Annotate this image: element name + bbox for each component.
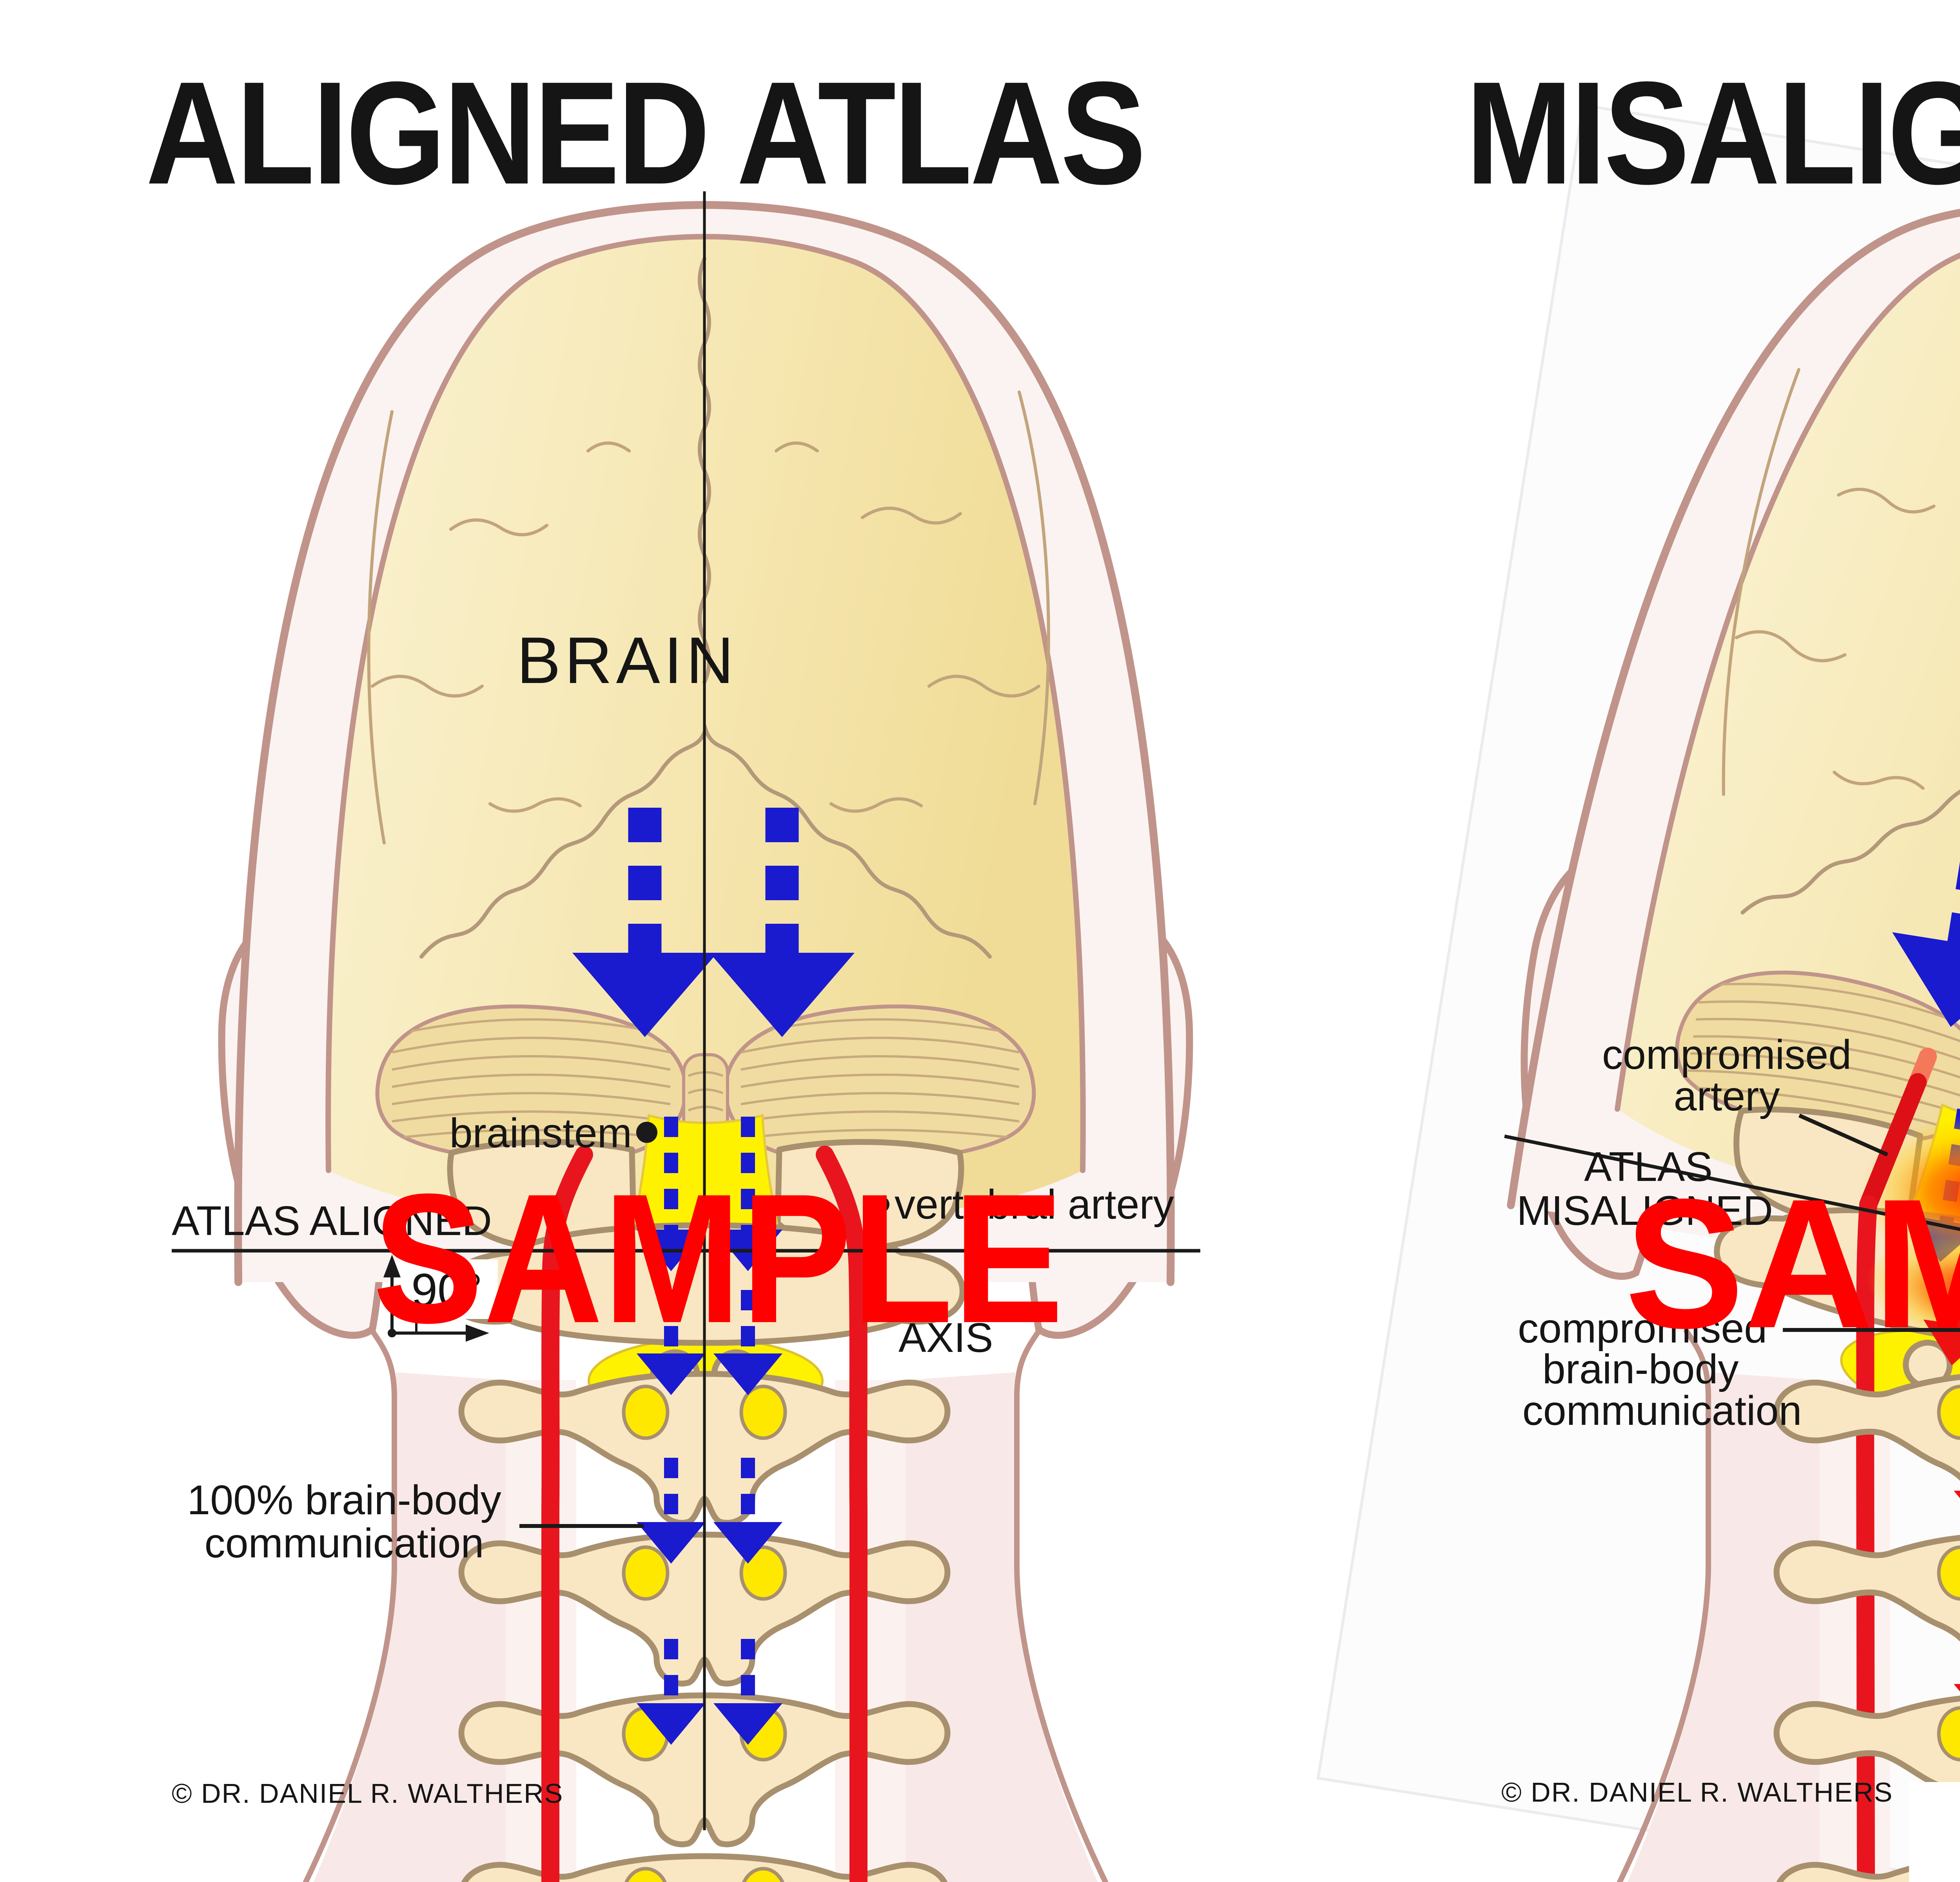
- vertebral-artery-label: vertebral artery: [895, 1181, 1174, 1228]
- atlas-misaligned-label-1: ATLAS: [1584, 1144, 1713, 1190]
- vertebral-artery-right: [816, 1146, 868, 1882]
- spine-nerve-arrows: [637, 1290, 782, 1745]
- compromised-artery-leader: [1798, 1114, 1889, 1157]
- axis-label: AXIS: [898, 1315, 993, 1361]
- right-panel: BRAIN: [1316, 51, 1960, 1882]
- right-angle-marker: [383, 1255, 498, 1342]
- image-whiteout-patch: [1909, 1782, 1960, 1882]
- left-panel: BRAIN brainstem vertebral artery ATLAS A…: [146, 51, 1200, 1882]
- atlas-misaligned-label-2: MISALIGNED: [1517, 1188, 1773, 1234]
- left-communication-label-2: communication: [205, 1520, 484, 1566]
- compromised-artery-label-2: artery: [1674, 1073, 1780, 1119]
- vertebral-artery-pointer-dot: [873, 1196, 889, 1213]
- left-neck: [303, 1328, 1108, 1882]
- right-title: MISALIGNED ATLAS: [1466, 51, 1960, 215]
- compromised-artery-segment: [1859, 1073, 1927, 1213]
- angle-label: 90°: [411, 1264, 482, 1317]
- head-tilt-line: [1504, 1134, 1960, 1231]
- joint-irritation-glow: [1867, 1236, 1960, 1352]
- left-brain-label: BRAIN: [517, 623, 737, 697]
- right-communication-label-3: communication: [1523, 1388, 1802, 1434]
- left-brainstem-label: brainstem: [450, 1110, 632, 1156]
- left-copyright: © DR. DANIEL R. WALTHERS: [172, 1778, 563, 1809]
- vertebral-artery-left: [541, 1146, 593, 1882]
- right-neck-line: [1014, 1328, 1108, 1882]
- right-neck: [1617, 1328, 1890, 1882]
- left-communication-label-1: 100% brain-body: [187, 1477, 501, 1523]
- right-communication-label-2: brain-body: [1543, 1346, 1739, 1392]
- left-neck-line: [303, 1328, 397, 1882]
- right-communication-label-1: compromised: [1518, 1305, 1767, 1352]
- atlas-aligned-label: ATLAS ALIGNED: [172, 1198, 492, 1244]
- compromised-artery-label-1: compromised: [1602, 1032, 1851, 1078]
- right-watermark: SAMPLE: [1625, 1161, 1960, 1367]
- right-copyright: © DR. DANIEL R. WALTHERS: [1501, 1777, 1893, 1808]
- left-title: ALIGNED ATLAS: [146, 51, 1144, 215]
- left-watermark: SAMPLE: [373, 1155, 1064, 1361]
- brainstem-pointer-dot: [636, 1122, 657, 1143]
